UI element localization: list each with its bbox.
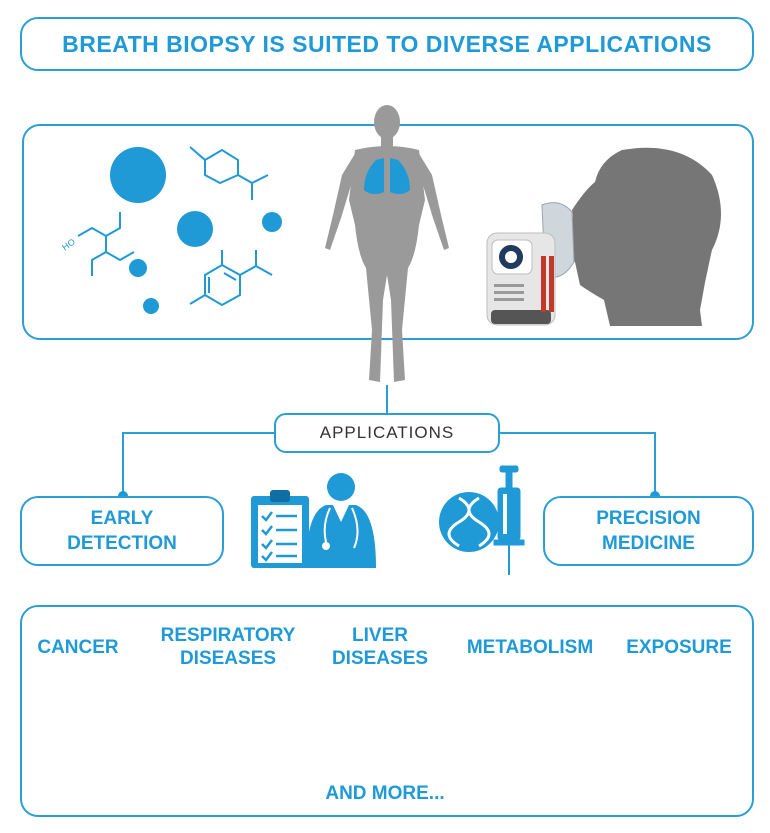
- category-exposure: EXPOSURE: [614, 636, 744, 659]
- category-respiratory-line1: RESPIRATORY: [160, 625, 296, 646]
- applications-label-box: APPLICATIONS: [274, 413, 500, 453]
- molecule-icon-2: [77, 212, 135, 276]
- early-detection-box: EARLY DETECTION: [20, 496, 224, 566]
- category-cancer: CANCER: [28, 636, 128, 659]
- title-box: BREATH BIOPSY IS SUITED TO DIVERSE APPLI…: [20, 17, 754, 71]
- lungs-icon: [364, 158, 410, 195]
- categories-panel: [20, 605, 754, 817]
- page-title: BREATH BIOPSY IS SUITED TO DIVERSE APPLI…: [62, 30, 712, 57]
- molecule-icon-3: [189, 250, 273, 307]
- category-respiratory: RESPIRATORY DISEASES: [148, 624, 308, 670]
- category-liver: LIVER DISEASES: [320, 624, 440, 670]
- clipboard-checklist-icon: [251, 490, 309, 568]
- early-detection-line1: EARLY: [90, 508, 154, 529]
- category-respiratory-line2: DISEASES: [179, 648, 277, 669]
- early-detection-line2: DETECTION: [67, 533, 177, 554]
- precision-medicine-line1: PRECISION: [596, 508, 701, 529]
- doctor-icon: [306, 473, 376, 568]
- precision-medicine-box: PRECISION MEDICINE: [543, 496, 754, 566]
- human-body-icon: [325, 105, 449, 382]
- molecule-label-ho: HO: [60, 237, 77, 253]
- molecule-dots: [110, 147, 282, 314]
- applications-label: APPLICATIONS: [319, 423, 455, 442]
- category-liver-line2: DISEASES: [331, 648, 429, 669]
- category-metabolism-label: METABOLISM: [466, 637, 594, 658]
- head-silhouette-icon: [565, 147, 721, 326]
- molecule-icon: [189, 146, 269, 200]
- category-liver-line1: LIVER: [352, 625, 408, 646]
- dna-icon: [439, 492, 499, 552]
- and-more-label: AND MORE...: [325, 783, 445, 804]
- category-exposure-label: EXPOSURE: [626, 637, 732, 658]
- connector-lines: [122, 385, 656, 496]
- precision-medicine-line2: MEDICINE: [602, 533, 695, 554]
- syringe-icon: [493, 465, 525, 575]
- category-metabolism: METABOLISM: [452, 636, 608, 659]
- category-cancer-label: CANCER: [37, 637, 119, 658]
- breath-collector-device-icon: [486, 232, 556, 326]
